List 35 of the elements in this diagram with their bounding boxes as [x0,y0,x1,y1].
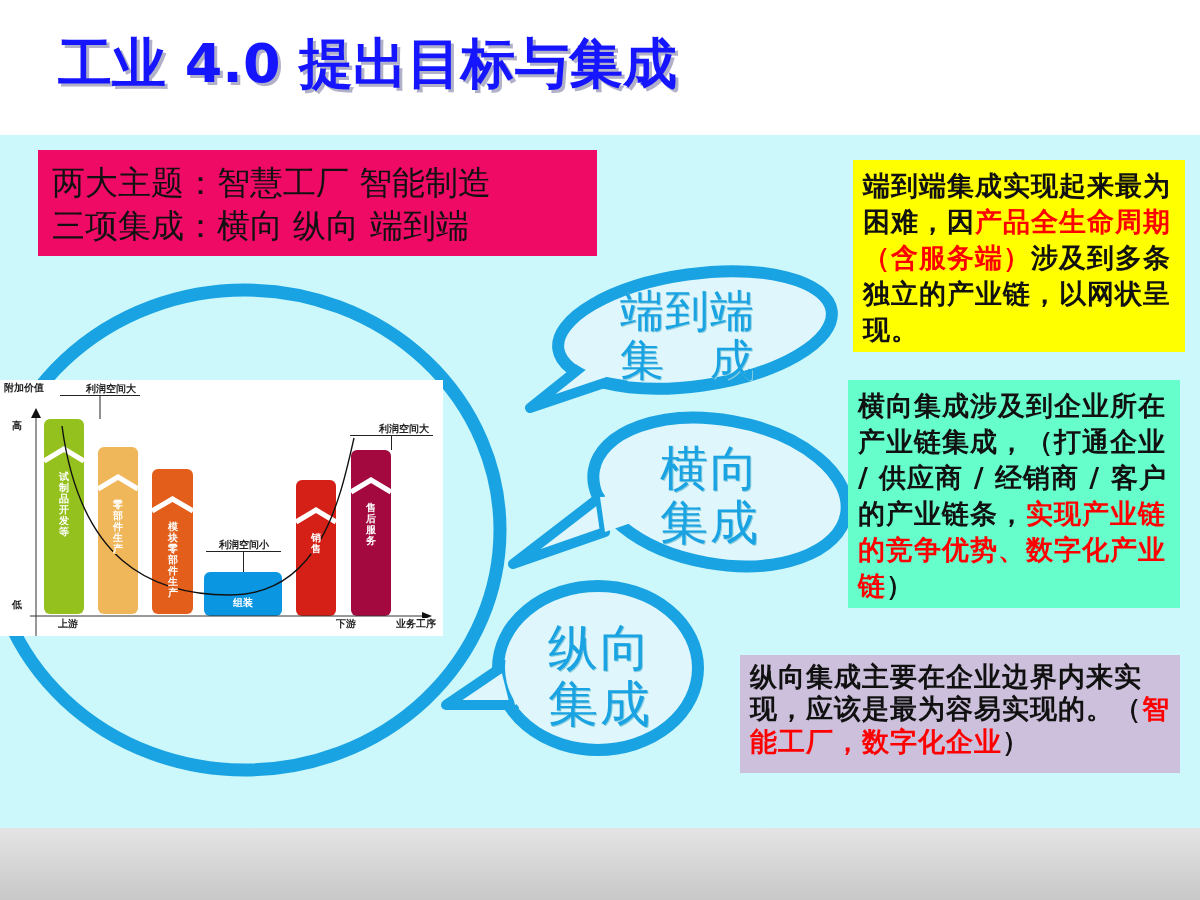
bar-label: 模块零部件生产 [167,521,178,598]
value-bar [44,419,84,614]
chart-annotation: 利润空间大 [350,422,433,436]
axis-tick-label: 下游 [336,618,356,630]
bar-label: 试制品开发等 [59,471,69,537]
title-box [38,150,597,256]
leader-line [243,551,244,573]
axis-title: 业务工序 [396,618,436,630]
bar-label: 售后服务 [366,502,376,546]
value-bar [296,480,336,616]
bubble-text: 横向集成 [660,442,758,550]
note-text: 纵向集成主要在企业边界内来实现，应该是最为容易实现的。（智能工厂，数字化企业） [750,661,1170,759]
slide-title: 工业 4.0 提出目标与集成 [58,31,679,97]
note-text: 端到端集成实现起来最为困难，因产品全生命周期（含服务端）涉及到多条独立的产业链，以网状呈现。 [863,169,1172,347]
heading-text: 两大主题：智慧工厂 智能制造 [52,162,493,204]
leader-line [391,435,392,451]
value-bar [204,572,282,616]
heading-text: 三项集成：横向 纵向 端到端 [52,204,470,247]
axis-tick-label: 高 [12,420,22,432]
bar-label: 零部件生产 [113,499,123,554]
bubble-text: 端到端集成 [620,286,754,385]
value-bar [98,447,138,614]
leader-line [99,395,101,420]
note-box [740,655,1180,773]
bar-label: 组装 [232,596,254,610]
chart-annotation: 利润空间小 [206,538,281,552]
value-bar [351,450,391,616]
value-bar [152,469,193,614]
bar-label: 销售 [311,532,321,554]
axis-title: 附加价值 [4,382,44,394]
note-text: 横向集成涉及到企业所在产业链集成，（打通企业 / 供应商 / 经销商 / 客户的产业链条，实现产业链的竞争优势、数字化产业链） [858,389,1168,603]
axis-tick-label: 低 [12,599,22,611]
axis-tick-label: 上游 [58,618,78,630]
bubble-text: 纵向集成 [548,620,650,732]
chart-annotation: 利润空间大 [60,382,140,396]
